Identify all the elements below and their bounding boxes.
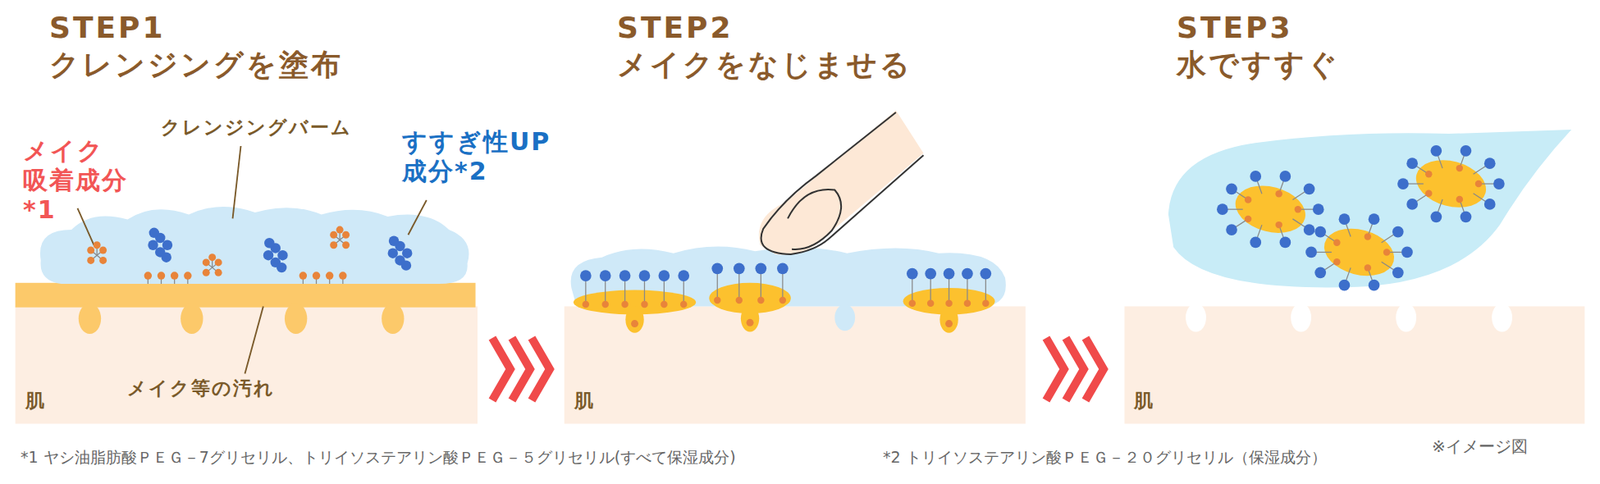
finger <box>758 109 924 255</box>
molecules <box>86 145 1505 334</box>
chevron <box>1085 338 1104 401</box>
chevron <box>1065 338 1084 401</box>
step-panel: STEP3水ですすぐ肌 <box>1124 4 1585 424</box>
skin-label: 肌 <box>25 388 45 414</box>
step-heading: 水ですすぐ <box>1176 45 1585 83</box>
leader-lines <box>77 146 427 375</box>
chevron <box>512 338 531 401</box>
step-heading: クレンジングを塗布 <box>49 45 478 83</box>
step-panel: STEP2メイクをなじませる肌 <box>564 4 1026 424</box>
rinse-water <box>1168 129 1572 288</box>
makeup-pores <box>78 303 405 334</box>
step-heading: メイクをなじませる <box>617 45 1026 83</box>
step-panel: STEP1クレンジングを塗布肌 <box>15 4 478 424</box>
skin-band: 肌 <box>15 306 478 424</box>
cleansing-balm <box>40 206 470 284</box>
skin-band: 肌 <box>564 306 1026 424</box>
finger-outline <box>761 112 924 255</box>
footnote: *1 ヤシ油脂肪酸ＰＥＧ－7グリセリル、トリイソステアリン酸ＰＥＧ－５グリセリル… <box>20 448 736 467</box>
step-arrow <box>1046 338 1104 401</box>
skin-ground <box>564 306 1026 424</box>
chevron <box>1046 338 1065 401</box>
clean-pores <box>1185 303 1513 333</box>
makeup-layer <box>15 283 476 308</box>
part-label: メイク等の汚れ <box>127 377 275 401</box>
chevron <box>531 338 550 401</box>
component-callout: すすぎ性UP 成分*2 <box>402 127 513 187</box>
skin-band: 肌 <box>1124 306 1585 424</box>
chevron <box>492 338 511 401</box>
skin-label: 肌 <box>574 388 594 414</box>
part-label: クレンジングバーム <box>160 116 352 140</box>
clean-pore <box>834 304 855 331</box>
finger-nail <box>787 189 842 250</box>
step-heading: STEP3 <box>1176 9 1585 46</box>
footnote: *2 トリイソステアリン酸ＰＥＧ－２０グリセリル（保湿成分） <box>882 448 1327 467</box>
skin-label: 肌 <box>1133 388 1153 414</box>
step-heading: STEP1 <box>49 9 478 46</box>
note: ※イメージ図 <box>1431 436 1528 457</box>
component-callout: メイク 吸着成分*1 <box>22 136 134 225</box>
step-arrow <box>492 338 550 401</box>
step-heading: STEP2 <box>617 9 1026 46</box>
